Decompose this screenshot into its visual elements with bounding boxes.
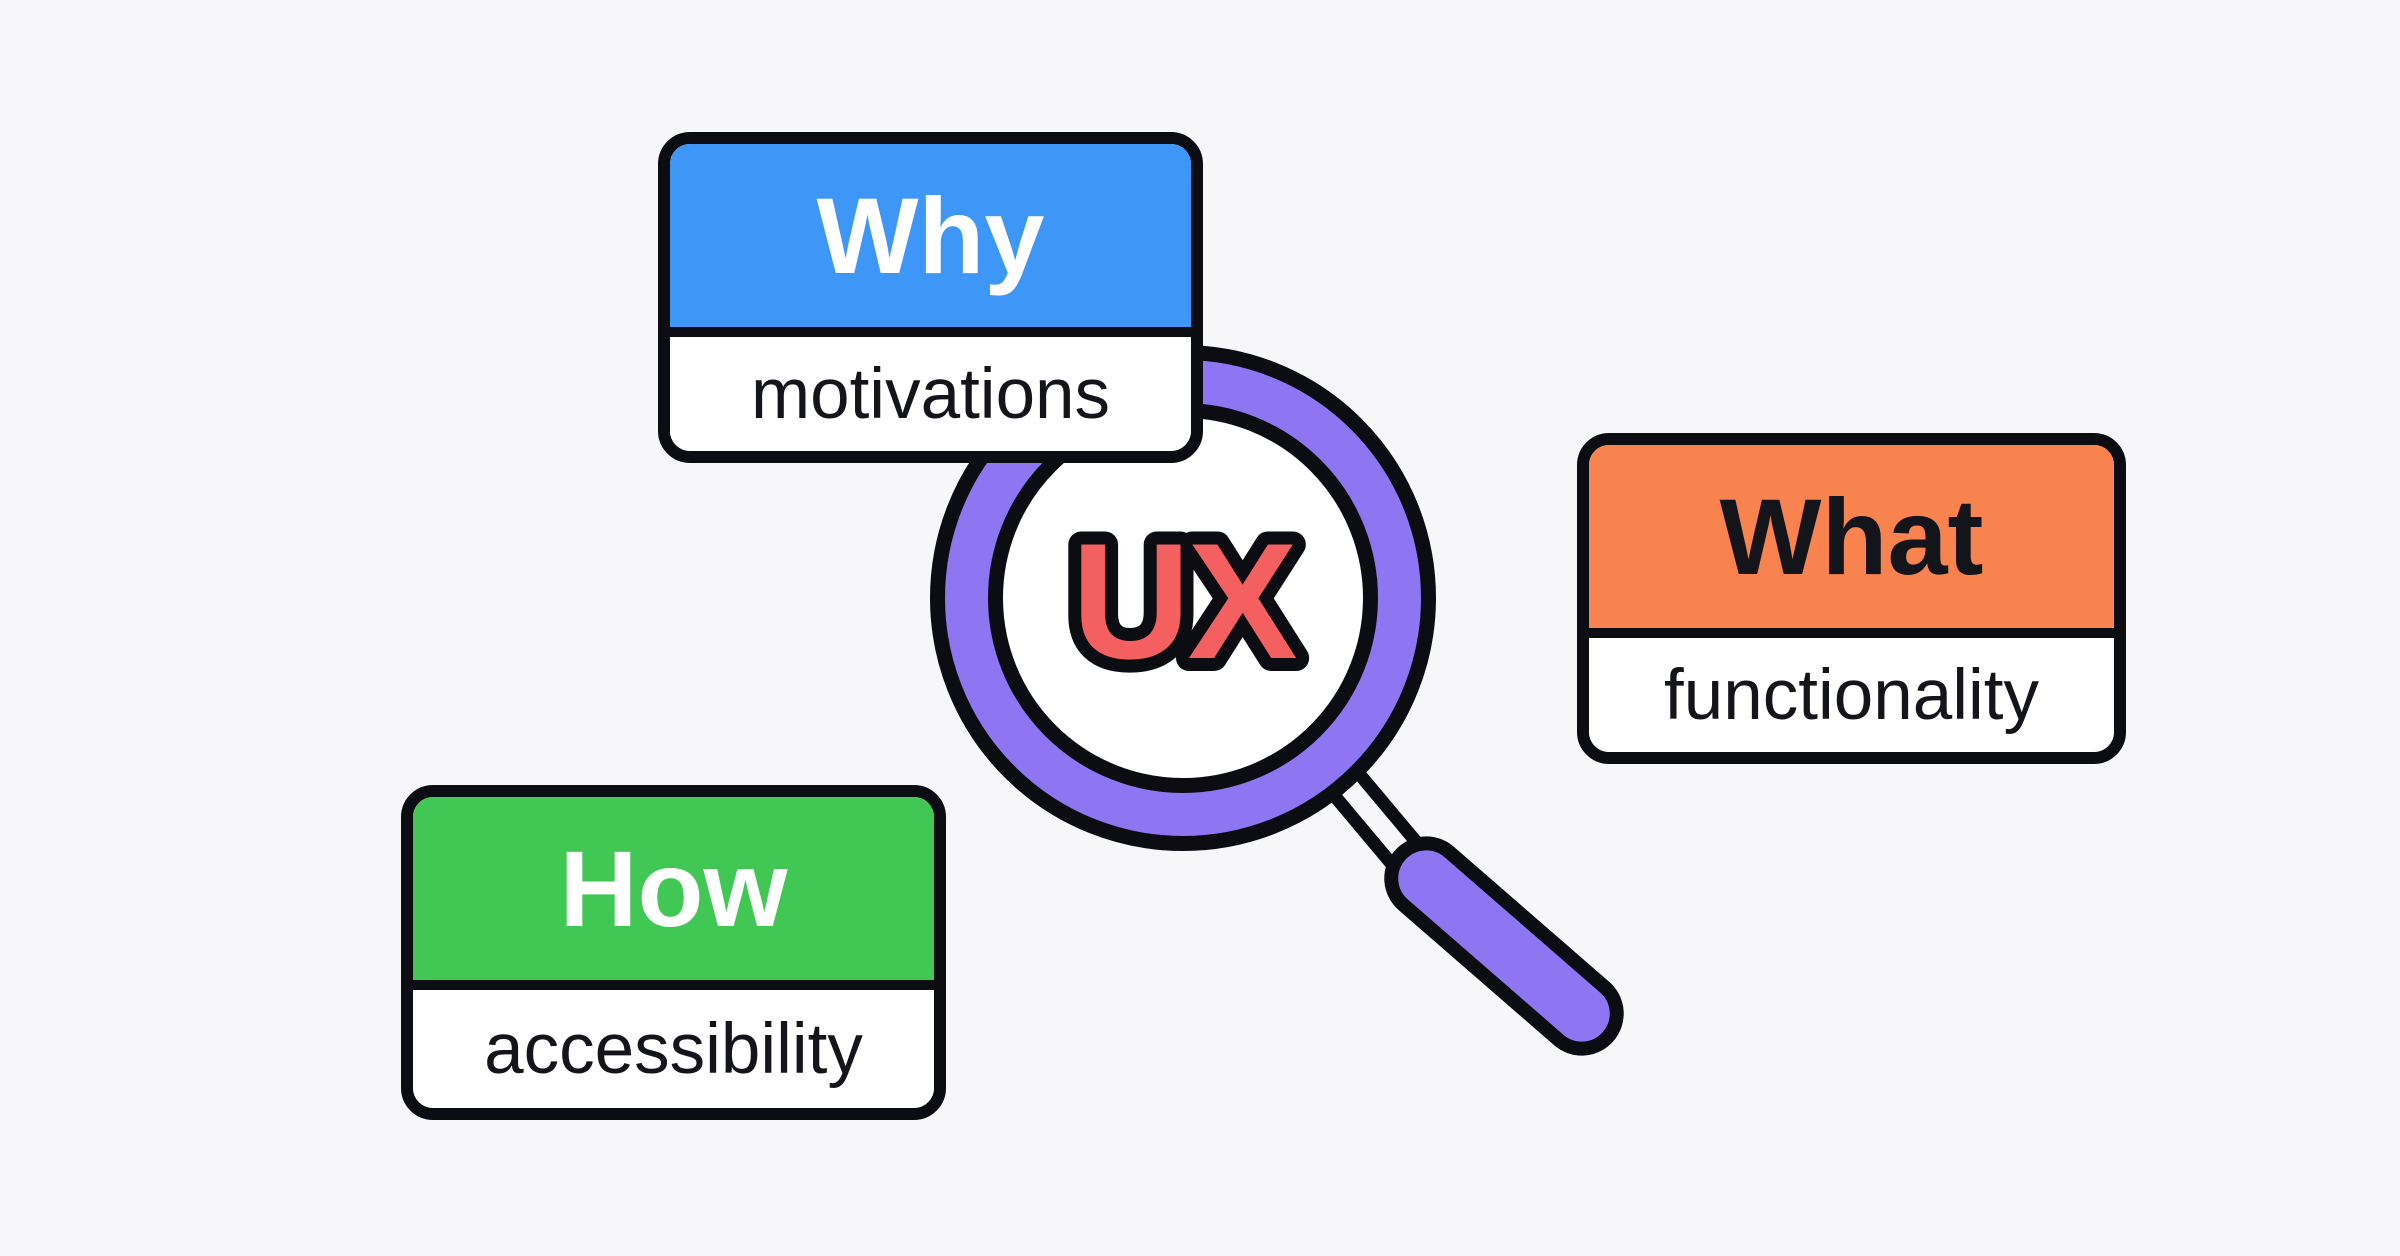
card-why: Why motivations <box>658 132 1203 463</box>
ux-label: UX <box>1071 509 1296 693</box>
card-why-footer: motivations <box>670 337 1191 451</box>
card-what: What functionality <box>1577 433 2126 764</box>
magnifier-handle <box>1367 819 1641 1073</box>
card-how-subtitle: accessibility <box>484 1009 863 1089</box>
card-what-footer: functionality <box>1589 638 2114 752</box>
ux-label-graphic: UX <box>1058 496 1312 706</box>
card-how-header: How <box>413 797 934 990</box>
card-why-title: Why <box>816 174 1045 296</box>
card-what-header: What <box>1589 445 2114 638</box>
card-how-footer: accessibility <box>413 990 934 1108</box>
card-how: How accessibility <box>401 785 946 1120</box>
card-why-subtitle: motivations <box>750 354 1111 434</box>
card-why-header: Why <box>670 144 1191 337</box>
card-how-title: How <box>559 827 788 949</box>
card-what-title: What <box>1719 475 1984 597</box>
card-what-subtitle: functionality <box>1664 655 2039 735</box>
